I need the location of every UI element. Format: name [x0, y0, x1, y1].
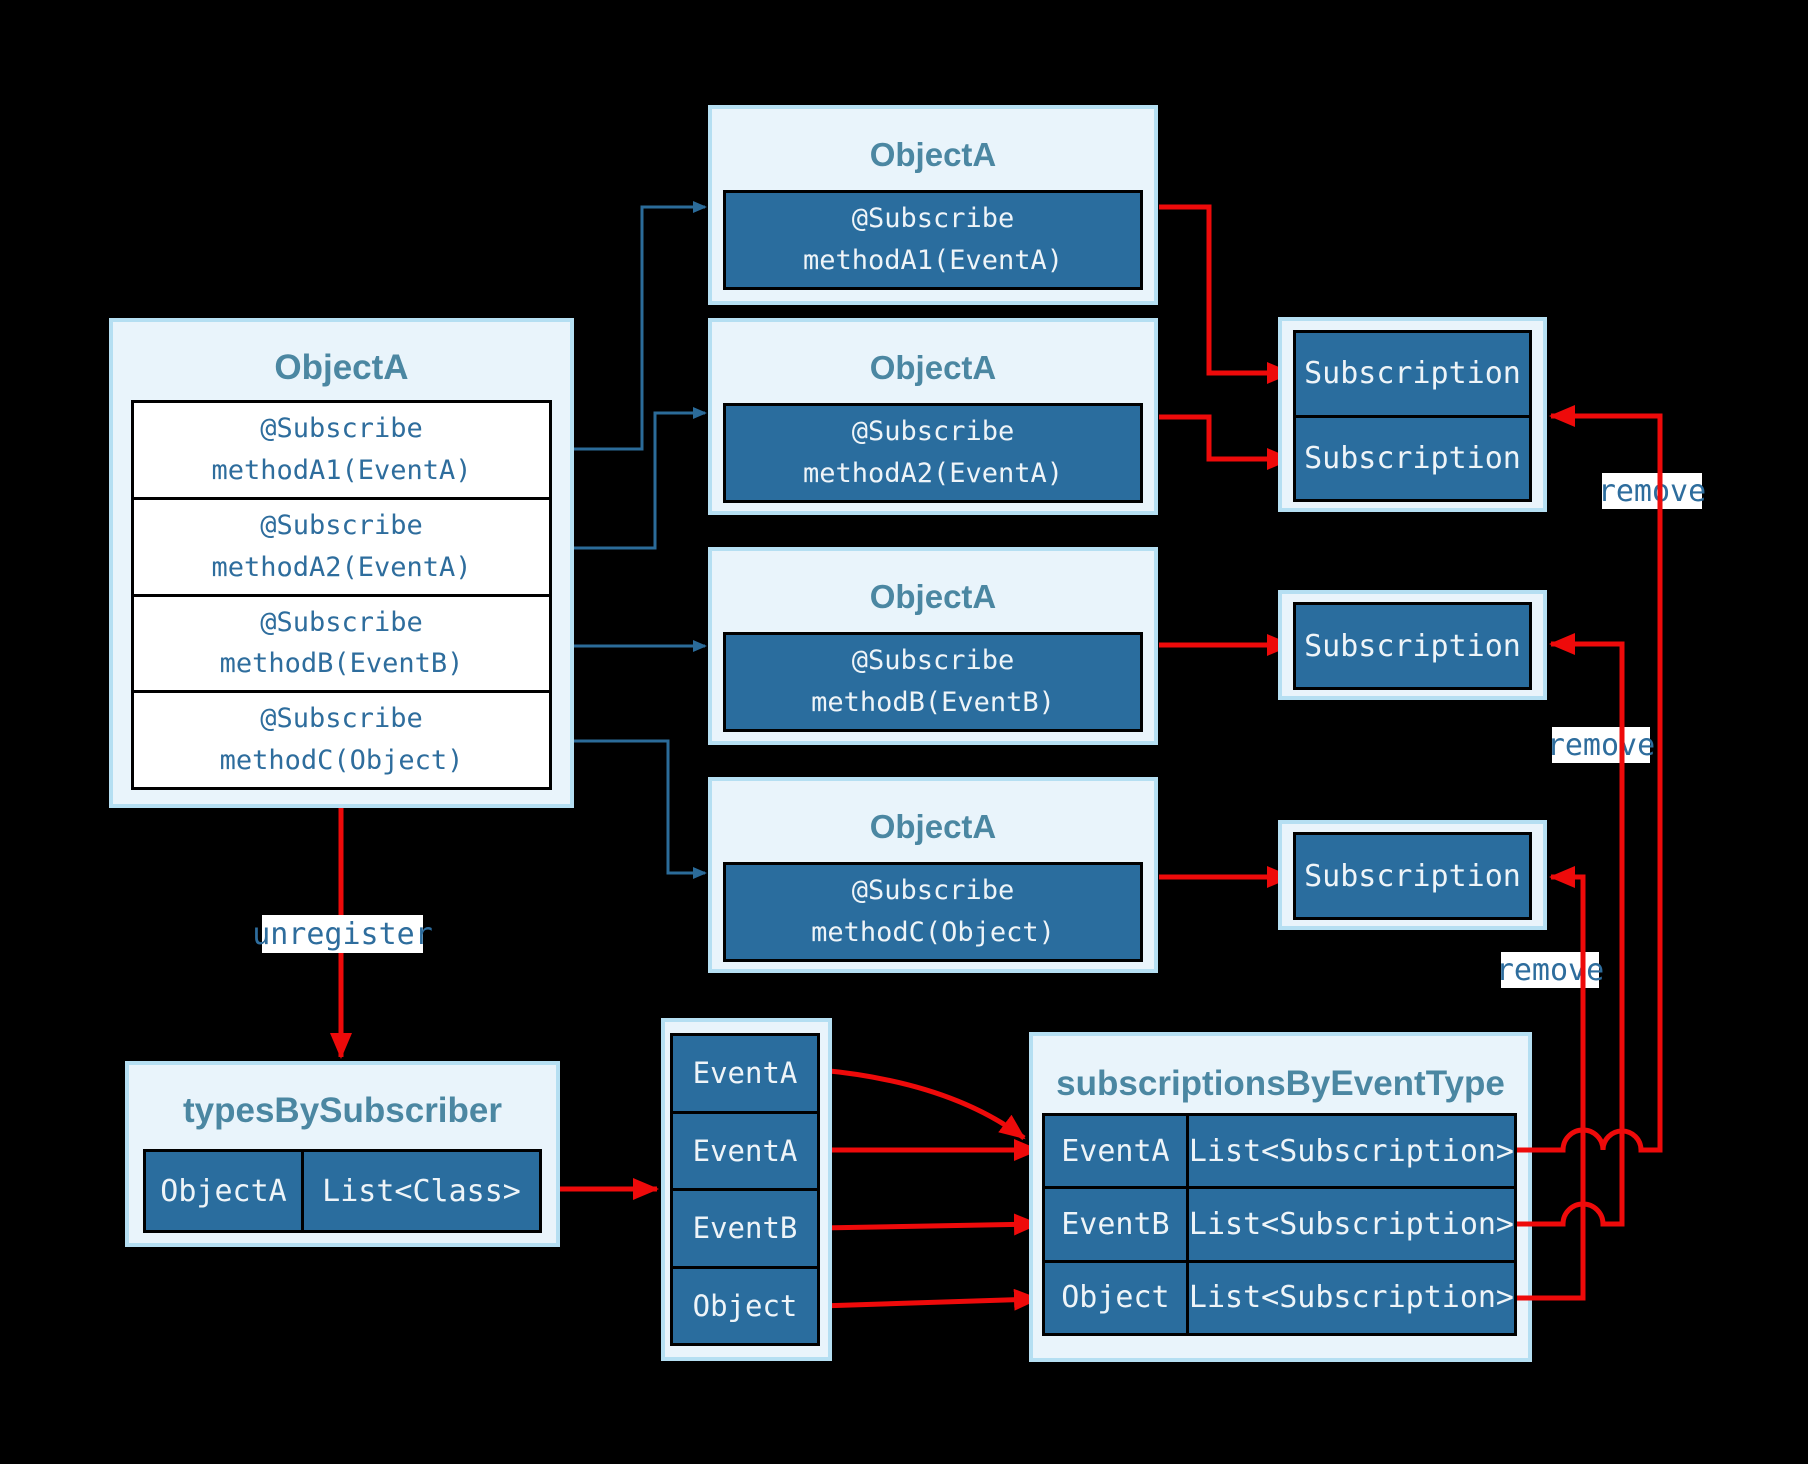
- subscriptions-by-event-type-table: EventA List<Subscription> EventB List<Su…: [1042, 1113, 1517, 1336]
- event-type-cell: EventA: [673, 1110, 817, 1188]
- subscriber-method-box-4: @Subscribe methodC(Object): [723, 862, 1143, 962]
- subscribe-annotation: @Subscribe: [851, 416, 1015, 448]
- object-a-wrapper-2-title: ObjectA: [869, 349, 997, 386]
- object-a-wrapper-1-title: ObjectA: [869, 136, 997, 173]
- table-row-eventb: EventB List<Subscription>: [1045, 1186, 1514, 1260]
- subscription-list-value: List<Subscription>: [1188, 1262, 1514, 1333]
- method-signature: methodA2(EventA): [211, 551, 472, 583]
- method-signature: methodA1(EventA): [211, 454, 472, 486]
- subscriber-method-box-1: @Subscribe methodA1(EventA): [723, 190, 1143, 290]
- subscriber-method-box-3: @Subscribe methodB(EventB): [723, 632, 1143, 732]
- object-a-method-list: @Subscribe methodA1(EventA) @Subscribe m…: [131, 400, 552, 790]
- subscribe-annotation: @Subscribe: [851, 645, 1015, 677]
- red-arrow-methodA1-subscription: [1159, 204, 1293, 384]
- types-by-subscriber-row: ObjectA List<Class>: [143, 1149, 542, 1233]
- subscribe-annotation: @Subscribe: [260, 509, 423, 541]
- method-signature: methodA1(EventA): [802, 245, 1064, 276]
- event-type-cell: EventB: [673, 1188, 817, 1266]
- object-a-wrapper-3-title: ObjectA: [869, 578, 997, 615]
- method-row-c: @Subscribe methodC(Object): [134, 690, 549, 787]
- remove-label-middle: remove: [1546, 727, 1656, 763]
- cell-divider: [301, 1152, 304, 1230]
- method-signature: methodB(EventB): [811, 687, 1055, 718]
- red-arrow-methodA2-subscription: [1159, 414, 1293, 470]
- blue-arrow-methodA1: [553, 201, 707, 451]
- subscription-cell: Subscription: [1296, 333, 1529, 415]
- remove-label-bottom: remove: [1495, 952, 1605, 988]
- subscription-cells-middle: Subscription: [1293, 602, 1532, 690]
- event-type-key: EventA: [1045, 1116, 1186, 1187]
- subscriber-method-4: @Subscribe methodC(Object): [726, 865, 1140, 959]
- types-by-subscriber-key: ObjectA: [146, 1152, 301, 1230]
- remove-line-eventa: [1517, 405, 1663, 1153]
- method-signature: methodA2(EventA): [802, 458, 1064, 489]
- subscription-cell: Subscription: [1296, 605, 1529, 687]
- red-arrow-eventb: [819, 1213, 1040, 1236]
- object-a-source-title: ObjectA: [274, 348, 409, 387]
- cell-divider: [1185, 1262, 1189, 1333]
- subscriber-method-box-2: @Subscribe methodA2(EventA): [723, 403, 1143, 503]
- types-by-subscriber-value: List<Class>: [304, 1152, 539, 1230]
- method-signature: methodC(Object): [811, 917, 1055, 948]
- event-type-cell: Object: [673, 1265, 817, 1343]
- subscription-cell: Subscription: [1296, 414, 1529, 499]
- event-type-key: Object: [1045, 1262, 1186, 1333]
- method-row-a2: @Subscribe methodA2(EventA): [134, 496, 549, 594]
- remove-label-top: remove: [1597, 473, 1707, 509]
- subscribe-annotation: @Subscribe: [260, 703, 423, 735]
- method-signature: methodB(EventB): [219, 648, 464, 680]
- red-arrow-object: [819, 1288, 1040, 1311]
- red-arrow-eventa1-curve: [819, 1067, 1026, 1140]
- subscription-list-value: List<Subscription>: [1188, 1189, 1514, 1260]
- subscription-cells-bottom: Subscription: [1293, 832, 1532, 920]
- table-row-eventa: EventA List<Subscription>: [1045, 1116, 1514, 1187]
- subscribe-annotation: @Subscribe: [851, 203, 1015, 235]
- subscription-list-value: List<Subscription>: [1188, 1116, 1514, 1187]
- method-row-b: @Subscribe methodB(EventB): [134, 593, 549, 691]
- subscriber-method-1: @Subscribe methodA1(EventA): [726, 193, 1140, 287]
- event-type-cell: EventA: [673, 1036, 817, 1111]
- subscribe-annotation: @Subscribe: [260, 413, 423, 445]
- method-row-a1: @Subscribe methodA1(EventA): [134, 403, 549, 497]
- subscription-cells-top: Subscription Subscription: [1293, 330, 1532, 502]
- event-type-list: EventA EventA EventB Object: [670, 1033, 820, 1346]
- object-a-wrapper-4-title: ObjectA: [869, 808, 997, 845]
- unregister-label: unregister: [252, 915, 433, 953]
- cell-divider: [1185, 1189, 1189, 1260]
- types-by-subscriber-title: typesBySubscriber: [182, 1091, 503, 1130]
- subscriber-method-2: @Subscribe methodA2(EventA): [726, 406, 1140, 500]
- subscribe-annotation: @Subscribe: [851, 875, 1015, 907]
- blue-arrow-methodC: [553, 739, 707, 879]
- table-row-object: Object List<Subscription>: [1045, 1259, 1514, 1333]
- cell-divider: [1185, 1116, 1189, 1187]
- subscription-cell: Subscription: [1296, 835, 1529, 917]
- subscribe-annotation: @Subscribe: [260, 606, 423, 638]
- subscriber-method-3: @Subscribe methodB(EventB): [726, 635, 1140, 729]
- event-type-key: EventB: [1045, 1189, 1186, 1260]
- blue-arrow-methodA2: [553, 407, 707, 550]
- method-signature: methodC(Object): [219, 745, 464, 777]
- subscriptions-by-event-type-title: subscriptionsByEventType: [1056, 1064, 1505, 1103]
